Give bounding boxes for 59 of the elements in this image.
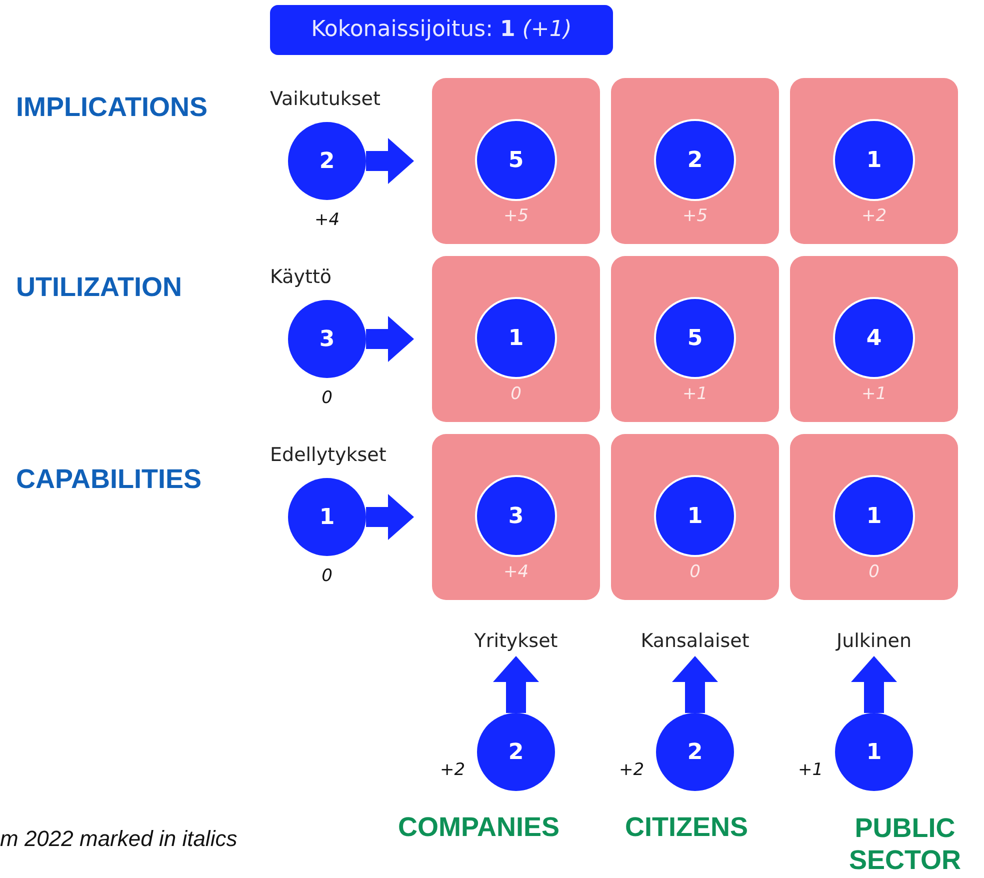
score-circle: 1: [833, 119, 915, 201]
change-value: +4: [502, 562, 530, 582]
change-value: 0: [688, 562, 702, 582]
score-circle: 3: [475, 475, 557, 557]
change-value: +5: [502, 206, 530, 226]
score-banner: Kokonaissijoitus: 1 (+1): [270, 5, 613, 55]
score-circle: 1: [288, 478, 366, 556]
column-heading: Julkinen: [794, 630, 954, 652]
block-arrow: [672, 656, 718, 713]
row-heading: Edellytykset: [270, 444, 386, 466]
score-circle: 1: [475, 297, 557, 379]
score-circle: 2: [288, 122, 366, 200]
score-card: [790, 78, 958, 244]
axis-label: COMPANIES: [398, 812, 560, 843]
score-circle: 1: [654, 475, 736, 557]
score-circle: 2: [654, 119, 736, 201]
change-value: +1: [798, 760, 824, 780]
axis-label: CITIZENS: [625, 812, 748, 843]
change-value: +2: [619, 760, 644, 780]
score-circle: 5: [654, 297, 736, 379]
column-heading: Yritykset: [436, 630, 596, 652]
score-circle: 2: [477, 713, 555, 791]
score-card: [432, 78, 600, 244]
change-value: 0: [320, 388, 334, 408]
score-card: [790, 256, 958, 422]
change-value: 0: [510, 384, 522, 404]
score-circle: 3: [288, 300, 366, 378]
score-card: [432, 434, 600, 600]
score-card: [790, 434, 958, 600]
block-arrow: [493, 656, 539, 713]
block-arrow: [851, 656, 897, 713]
score-card: [611, 78, 779, 244]
block-arrow: [366, 316, 414, 362]
footnote: m 2022 marked in italics: [0, 826, 238, 852]
change-value: +2: [440, 760, 466, 780]
score-card: [611, 256, 779, 422]
change-value: 0: [868, 562, 880, 582]
block-arrow: [366, 494, 414, 540]
change-value: +2: [860, 206, 888, 226]
change-value: +4: [313, 210, 341, 230]
score-card: [611, 434, 779, 600]
score-card: [432, 256, 600, 422]
score-circle: 1: [835, 713, 913, 791]
score-circle: 2: [656, 713, 734, 791]
axis-label: PUBLIC SECTOR: [848, 812, 962, 876]
score-circle: 4: [833, 297, 915, 379]
score-circle: 1: [833, 475, 915, 557]
change-value: 0: [320, 566, 334, 586]
row-heading: Käyttö: [270, 266, 332, 288]
change-value: +5: [681, 206, 709, 226]
row-heading: Vaikutukset: [270, 88, 380, 110]
axis-label: UTILIZATION: [16, 272, 182, 303]
block-arrow: [366, 138, 414, 184]
column-heading: Kansalaiset: [615, 630, 775, 652]
change-value: +1: [860, 384, 888, 404]
axis-label: IMPLICATIONS: [16, 92, 208, 123]
score-circle: 5: [475, 119, 557, 201]
change-value: +1: [681, 384, 709, 404]
axis-label: CAPABILITIES: [16, 464, 202, 495]
